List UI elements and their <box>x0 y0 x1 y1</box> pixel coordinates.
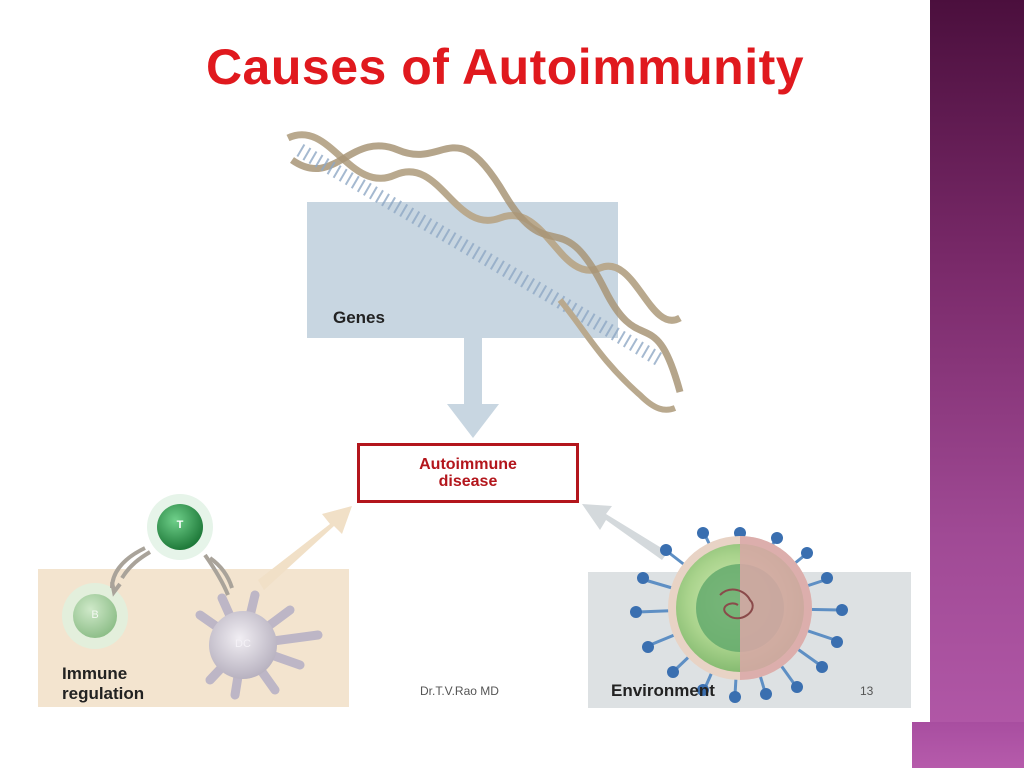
b-cell-label: B <box>91 609 99 621</box>
decorative-corner-block <box>912 722 1024 768</box>
environment-to-disease-arrow <box>582 504 668 560</box>
genes-panel <box>307 202 618 338</box>
t-cell-label: T <box>176 519 184 531</box>
genes-label: Genes <box>333 308 385 327</box>
dendritic-cell-label: DC <box>235 638 251 650</box>
t-cell-icon <box>147 494 213 560</box>
immune-regulation-label: Immune regulation <box>62 664 145 703</box>
dendritic-cell-icon <box>195 590 323 700</box>
autoimmune-disease-box: Autoimmune disease <box>357 443 579 503</box>
immune-cycle-arrows <box>110 546 234 597</box>
page-number: 13 <box>860 684 874 698</box>
genes-to-disease-arrow <box>447 338 499 438</box>
dna-helix-icon <box>286 131 684 413</box>
immune-to-disease-arrow <box>258 506 352 590</box>
slide-title: Causes of Autoimmunity <box>205 39 805 95</box>
environment-label: Environment <box>611 681 715 700</box>
virus-icon <box>630 527 848 703</box>
decorative-sidebar <box>930 0 1024 768</box>
autoimmune-disease-label: Autoimmune disease <box>419 456 517 490</box>
b-cell-icon <box>62 583 128 649</box>
footer-author: Dr.T.V.Rao MD <box>420 684 499 698</box>
